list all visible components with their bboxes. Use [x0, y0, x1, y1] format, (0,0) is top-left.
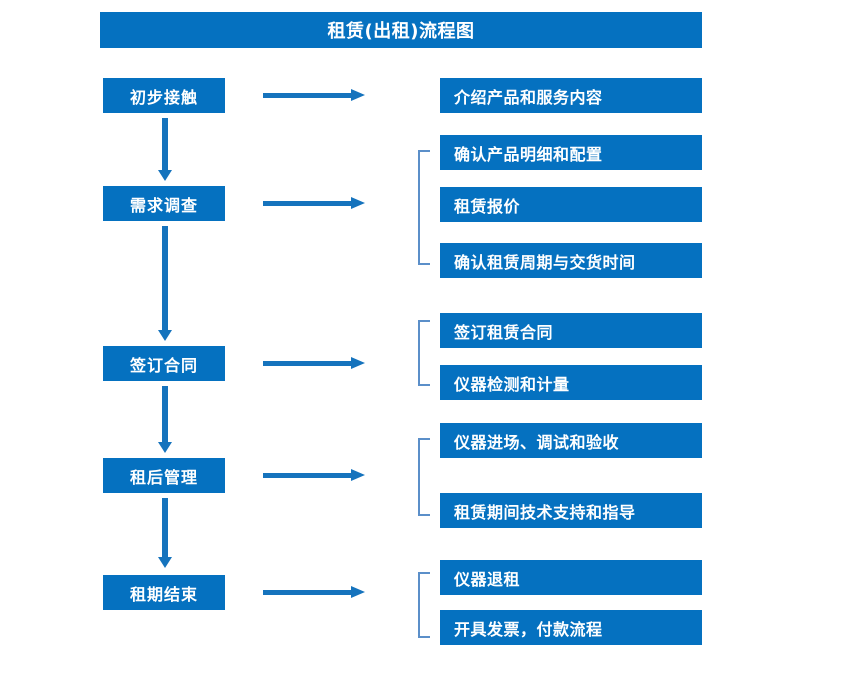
detail-box-5-1[interactable]: 仪器退租 [440, 560, 702, 595]
horizontal-arrow-3 [263, 356, 365, 370]
stage-box-1[interactable]: 初步接触 [103, 78, 225, 113]
arrow-head [351, 469, 365, 481]
detail-box-2-1[interactable]: 确认产品明细和配置 [440, 135, 702, 170]
horizontal-arrow-5 [263, 585, 365, 599]
group-bracket-3 [418, 320, 430, 386]
detail-box-3-2[interactable]: 仪器检测和计量 [440, 365, 702, 400]
page-title: 租赁(出租)流程图 [100, 12, 702, 48]
stage-box-5[interactable]: 租期结束 [103, 575, 225, 610]
detail-box-1-1[interactable]: 介绍产品和服务内容 [440, 78, 702, 113]
group-bracket-5 [418, 572, 430, 638]
detail-box-4-1[interactable]: 仪器进场、调试和验收 [440, 423, 702, 458]
stage-box-3[interactable]: 签订合同 [103, 346, 225, 381]
arrow-head [351, 197, 365, 209]
arrow-head [351, 586, 365, 598]
arrow-shaft [162, 226, 168, 330]
arrow-shaft [162, 118, 168, 170]
detail-box-5-2[interactable]: 开具发票，付款流程 [440, 610, 702, 645]
horizontal-arrow-4 [263, 468, 365, 482]
vertical-arrow-3 [157, 386, 173, 453]
arrow-shaft [263, 201, 351, 206]
detail-box-3-1[interactable]: 签订租赁合同 [440, 313, 702, 348]
horizontal-arrow-2 [263, 196, 365, 210]
vertical-arrow-1 [157, 118, 173, 181]
arrow-head [351, 89, 365, 101]
arrow-head [351, 357, 365, 369]
arrow-head [158, 442, 172, 453]
arrow-shaft [263, 590, 351, 595]
detail-box-2-3[interactable]: 确认租赁周期与交货时间 [440, 243, 702, 278]
group-bracket-4 [418, 438, 430, 516]
group-bracket-2 [418, 150, 430, 265]
arrow-shaft [263, 473, 351, 478]
vertical-arrow-2 [157, 226, 173, 341]
arrow-head [158, 557, 172, 568]
vertical-arrow-4 [157, 498, 173, 568]
stage-box-2[interactable]: 需求调查 [103, 186, 225, 221]
arrow-head [158, 170, 172, 181]
detail-box-4-2[interactable]: 租赁期间技术支持和指导 [440, 493, 702, 528]
arrow-shaft [263, 93, 351, 98]
stage-box-4[interactable]: 租后管理 [103, 458, 225, 493]
arrow-shaft [162, 498, 168, 557]
arrow-head [158, 330, 172, 341]
detail-box-2-2[interactable]: 租赁报价 [440, 187, 702, 222]
horizontal-arrow-1 [263, 88, 365, 102]
arrow-shaft [162, 386, 168, 442]
arrow-shaft [263, 361, 351, 366]
